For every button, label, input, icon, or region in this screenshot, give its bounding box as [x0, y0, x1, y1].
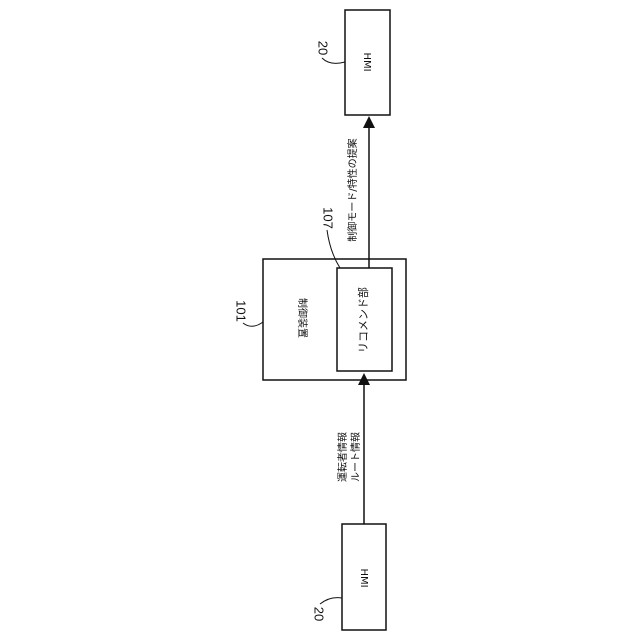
recommend-unit-label: リコメンド部	[356, 287, 370, 353]
hmi-bottom-label: HMI	[358, 568, 369, 587]
input-arrow-label-line1: 運転者情報	[336, 432, 349, 482]
control-device-leader-line	[243, 322, 263, 326]
recommend-unit-ref-number: 107	[321, 207, 336, 229]
output-arrow-label: 制御モード/特性の提案	[346, 138, 359, 241]
control-device-box	[263, 259, 406, 380]
input-arrow-label-line2: ルート情報	[349, 432, 362, 482]
control-device-label: 制御装置	[296, 298, 309, 338]
control-device-ref-number: 101	[234, 300, 249, 322]
hmi-top-leader-line	[322, 58, 345, 63]
hmi-top-ref-number: 20	[316, 41, 331, 55]
hmi-bottom-ref-number: 20	[312, 607, 327, 621]
hmi-bottom-leader-line	[320, 598, 342, 604]
hmi-top-label: HMI	[361, 52, 372, 71]
recommend-unit-leader-line	[327, 230, 340, 268]
